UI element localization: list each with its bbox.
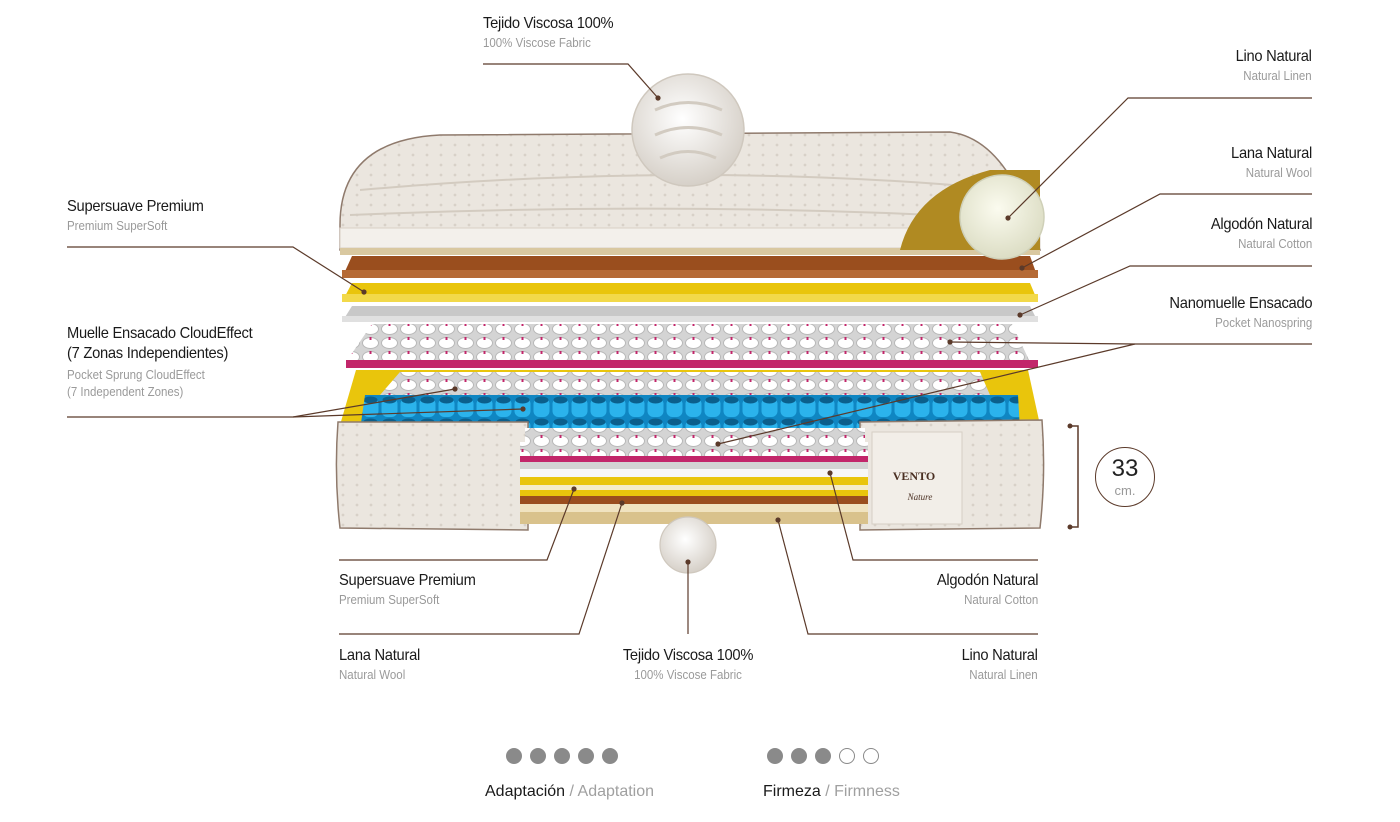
height-bracket <box>1068 425 1079 528</box>
label-lino-bottom: Lino Natural Natural Linen <box>961 647 1038 683</box>
rating-dot-filled <box>506 748 522 764</box>
label-muelle-ensacado: Muelle Ensacado CloudEffect (7 Zonas Ind… <box>67 325 253 400</box>
adaptation-rating <box>506 748 618 764</box>
cutaway-yellow-1 <box>520 477 868 485</box>
label-algodon-bottom: Algodón Natural Natural Cotton <box>936 572 1039 608</box>
fabric-disc-top-quilt <box>654 101 723 160</box>
label-lino-top: Lino Natural Natural Linen <box>1235 48 1312 84</box>
fabric-detail-disc-top <box>631 73 745 187</box>
firmness-label: Firmeza / Firmness <box>763 783 900 800</box>
height-unit: cm. <box>1114 483 1136 498</box>
label-lana-bottom: Lana Natural Natural Wool <box>339 647 420 683</box>
height-bracket-dot-top <box>1067 423 1073 429</box>
firmness-dots <box>767 748 879 764</box>
grey-cotton-layer-edge <box>342 316 1038 322</box>
label-algodon-top: Algodón Natural Natural Cotton <box>1210 216 1313 252</box>
label-lana-top: Lana Natural Natural Wool <box>1231 145 1312 181</box>
label-fabric-bottom: Tejido Viscosa 100% 100% Viscose Fabric <box>622 647 754 683</box>
label-supersuave-top: Supersuave Premium Premium SuperSoft <box>67 198 204 234</box>
wool-detail-disc <box>959 174 1045 260</box>
rating-dot-empty <box>863 748 879 764</box>
brand-sub: Nature <box>907 492 933 502</box>
cutaway-yellow-2 <box>520 490 868 496</box>
brand-name: VENTO <box>893 469 935 483</box>
leader-dots <box>361 95 1025 565</box>
cutaway-cream <box>520 485 868 490</box>
rating-dot-filled <box>815 748 831 764</box>
cutaway-brown <box>520 496 868 504</box>
leader-lines <box>67 63 1312 635</box>
cutaway-cream-2 <box>520 504 868 512</box>
cutaway-pink <box>520 456 868 462</box>
nanospring-layer <box>346 324 1030 362</box>
mattress-body-left <box>335 421 529 531</box>
pocket-spring-block-back <box>380 372 990 395</box>
height-value: 33 <box>1111 455 1139 482</box>
adaptation-label: Adaptación / Adaptation <box>485 783 655 800</box>
height-bracket-dot-bottom <box>1067 524 1073 530</box>
rating-dot-filled <box>602 748 618 764</box>
cutaway-white <box>520 469 868 477</box>
nanospring-base <box>346 360 1038 368</box>
label-supersuave-bottom: Supersuave Premium Premium SuperSoft <box>339 572 476 608</box>
rating-dot-filled <box>791 748 807 764</box>
rating-dot-filled <box>530 748 546 764</box>
cutaway-grey <box>520 462 868 469</box>
height-badge: 33 cm. <box>1095 447 1155 507</box>
rating-dot-empty <box>839 748 855 764</box>
rating-dot-filled <box>578 748 594 764</box>
adaptation-dots <box>506 748 618 764</box>
rating-dot-filled <box>767 748 783 764</box>
mattress-label-panel <box>871 431 963 525</box>
label-nanomuelle: Nanomuelle Ensacado Pocket Nanospring <box>1169 295 1312 331</box>
firmness-rating <box>767 748 879 764</box>
label-top-fabric: Tejido Viscosa 100% 100% Viscose Fabric <box>483 15 614 51</box>
cutaway-spring-tops <box>525 428 865 442</box>
rating-dot-filled <box>554 748 570 764</box>
yellow-supersoft-layer-edge <box>342 294 1038 302</box>
linen-strip-top <box>340 248 1040 255</box>
cutaway-nanospring <box>520 442 868 458</box>
brown-wool-layer-edge <box>342 270 1038 278</box>
